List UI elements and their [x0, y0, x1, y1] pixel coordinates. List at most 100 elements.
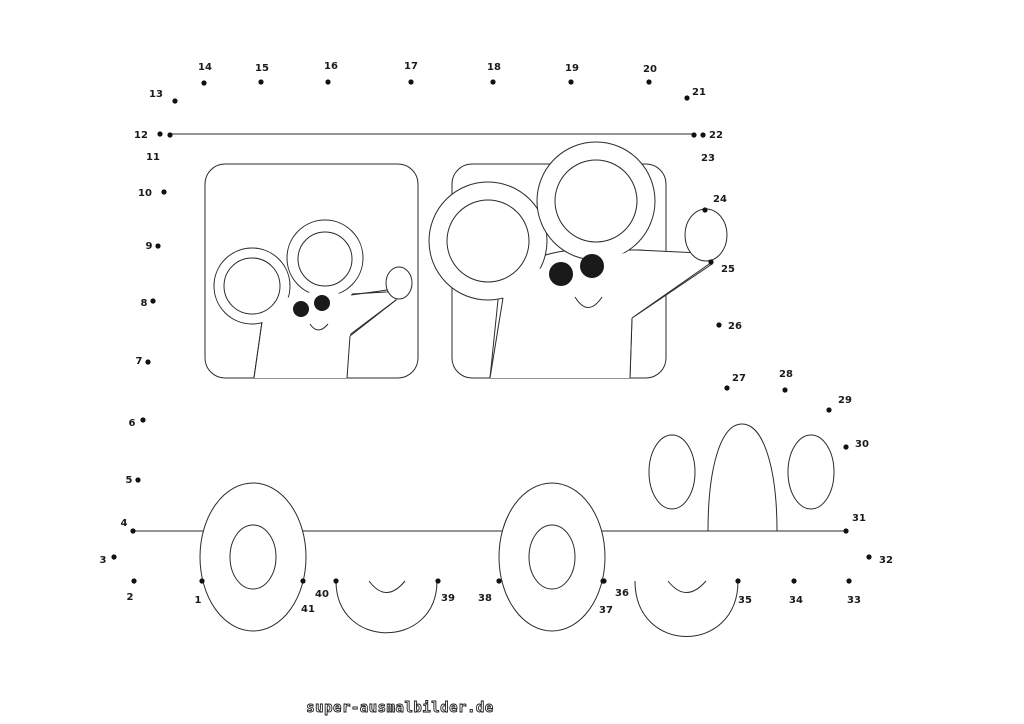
front-wheel: [199, 482, 307, 632]
dot-40: 40: [315, 578, 339, 600]
dot-2: 2: [127, 578, 137, 603]
dot-number: 34: [789, 595, 803, 606]
dot-number: 6: [129, 418, 136, 429]
arch-right: [634, 580, 739, 637]
dot-24: 24: [702, 194, 727, 213]
dot-number: 4: [121, 518, 128, 529]
dot-number: 24: [713, 194, 727, 205]
dot-number: 32: [879, 555, 893, 566]
dot-6: 6: [129, 417, 146, 429]
dot-33: 33: [846, 578, 861, 606]
dot-23: 23: [691, 132, 715, 164]
dot-marker: [708, 259, 714, 265]
dot-number: 8: [141, 298, 148, 309]
dot-1: 1: [195, 578, 205, 606]
dot-number: 15: [255, 63, 269, 74]
rear-wheel: [498, 482, 606, 632]
dot-marker: [167, 132, 173, 138]
arch-right-inner: [667, 580, 707, 593]
dot-number: 20: [643, 64, 657, 75]
dot-number: 19: [565, 63, 579, 74]
watermark-text: super-ausmalbilder.de: [306, 700, 494, 716]
dot-number: 13: [149, 89, 163, 100]
dot-marker: [600, 578, 606, 584]
big-mouse-hand: [684, 208, 728, 262]
dot-marker: [684, 95, 690, 101]
dot-number: 22: [709, 130, 723, 141]
dot-marker: [145, 359, 151, 365]
dot-number: 9: [146, 241, 153, 252]
dot-marker: [131, 578, 137, 584]
dot-30: 30: [843, 439, 869, 450]
dot-marker: [735, 578, 741, 584]
dot-15: 15: [255, 63, 269, 85]
big-mouse-smile: [574, 296, 603, 308]
dot-number: 37: [599, 605, 613, 616]
dot-number: 39: [441, 593, 455, 604]
small-mouse-hand: [385, 266, 413, 300]
dot-25: 25: [708, 259, 735, 275]
dot-4: 4: [121, 518, 136, 534]
dot-number: 7: [136, 356, 143, 367]
dot-marker: [843, 528, 849, 534]
dot-marker: [782, 387, 788, 393]
dot-20: 20: [643, 64, 657, 85]
dot-marker: [155, 243, 161, 249]
dot-marker: [333, 578, 339, 584]
dot-27: 27: [724, 373, 746, 391]
dot-35: 35: [735, 578, 752, 606]
dot-7: 7: [136, 356, 151, 367]
dot-marker: [157, 131, 163, 137]
dot-marker: [172, 98, 178, 104]
dot-marker: [716, 322, 722, 328]
dot-41: 41: [300, 578, 315, 615]
dot-16: 16: [324, 61, 338, 85]
dot-marker: [258, 79, 264, 85]
front-left-light: [648, 434, 696, 510]
dot-11: 11: [146, 132, 173, 163]
dot-10: 10: [138, 188, 167, 199]
dot-number: 30: [855, 439, 869, 450]
small-mouse-eye-left: [293, 301, 309, 317]
dot-28: 28: [779, 369, 793, 393]
dot-number: 40: [315, 589, 329, 600]
dot-number: 10: [138, 188, 152, 199]
dot-marker: [846, 578, 852, 584]
dot-number: 3: [100, 555, 107, 566]
dot-number: 16: [324, 61, 338, 72]
dot-marker: [724, 385, 730, 391]
dot-number: 11: [146, 152, 160, 163]
dot-32: 32: [866, 554, 893, 566]
dot-number: 2: [127, 592, 134, 603]
dot-29: 29: [826, 395, 852, 413]
dot-37: 37: [599, 578, 613, 616]
dot-3: 3: [100, 554, 117, 566]
dot-34: 34: [789, 578, 803, 606]
dot-number: 12: [134, 130, 148, 141]
dot-26: 26: [716, 321, 742, 332]
dot-21: 21: [684, 87, 706, 101]
dot-number: 23: [701, 153, 715, 164]
dot-marker: [568, 79, 574, 85]
big-mouse: [428, 141, 728, 379]
front-right-light: [787, 434, 835, 510]
dot-number: 35: [738, 595, 752, 606]
dot-marker: [866, 554, 872, 560]
dot-marker: [140, 417, 146, 423]
dot-marker: [435, 578, 441, 584]
dot-17: 17: [404, 61, 418, 85]
dot-number: 33: [847, 595, 861, 606]
dot-marker: [646, 79, 652, 85]
dot-marker: [496, 578, 502, 584]
dot-number: 38: [478, 593, 492, 604]
dot-marker: [135, 477, 141, 483]
dot-number: 1: [195, 595, 202, 606]
dot-marker: [199, 578, 205, 584]
dot-marker: [826, 407, 832, 413]
dot-number: 5: [126, 475, 133, 486]
dot-31: 31: [843, 513, 866, 534]
big-mouse-eye-right: [580, 254, 604, 278]
dot-marker: [300, 578, 306, 584]
